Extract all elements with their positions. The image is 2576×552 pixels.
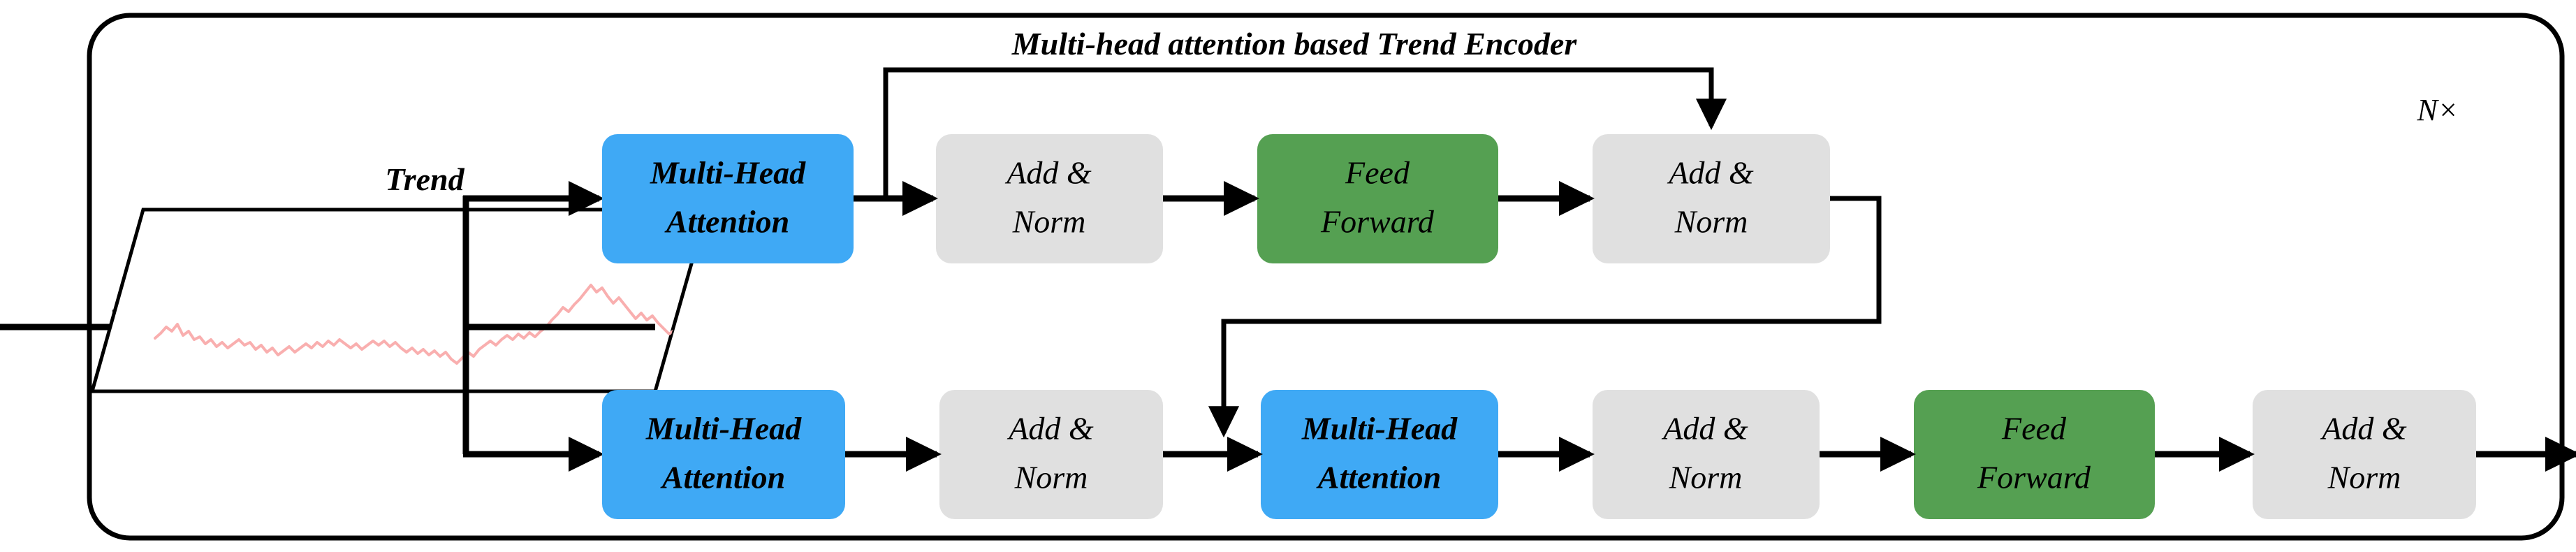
encoder-outer-frame <box>87 13 2565 541</box>
split-junction <box>462 180 655 472</box>
dec-ff[interactable]: Feed Forward <box>1914 390 2155 519</box>
enc-addnorm-1-box <box>936 134 1163 263</box>
enc-mha-box <box>602 134 854 263</box>
dec-addnorm-2[interactable]: Add & Norm <box>1593 390 1820 519</box>
dec-addnorm-1-box <box>939 390 1163 519</box>
dec-mha-cross[interactable]: Multi-Head Attention <box>1261 390 1498 519</box>
enc-ff-label-line2: Forward <box>1320 204 1435 240</box>
dec-addnorm-2-label-line2: Norm <box>1669 460 1743 495</box>
dec-ff-box <box>1914 390 2155 519</box>
dec-addnorm-3-label-line1: Add & <box>2320 411 2407 446</box>
dec-addnorm-3-label-line2: Norm <box>2327 460 2401 495</box>
enc-residual-skip-path <box>883 67 1727 198</box>
dec-mha-self[interactable]: Multi-Head Attention <box>602 390 845 519</box>
trend-label: Trend <box>385 161 464 197</box>
dec-addnorm-1-label-line1: Add & <box>1007 411 1094 446</box>
encoder-title: Multi-head attention based Trend Encoder <box>1011 26 1578 61</box>
dec-mha-cross-label-line1: Multi-Head <box>1301 411 1458 446</box>
dec-mha-cross-box <box>1261 390 1498 519</box>
dec-addnorm-1[interactable]: Add & Norm <box>939 390 1163 519</box>
enc-ff-box <box>1257 134 1498 263</box>
dec-addnorm-2-label-line1: Add & <box>1661 411 1748 446</box>
enc-addnorm-2-label-line2: Norm <box>1674 204 1748 240</box>
enc-mha-label-line1: Multi-Head <box>650 155 806 191</box>
dec-ff-label-line2: Forward <box>1977 460 2091 495</box>
dec-mha-self-box <box>602 390 845 519</box>
trend-series-line <box>154 284 704 365</box>
dec-mha-cross-label-line2: Attention <box>1316 460 1441 495</box>
enc-mha[interactable]: Multi-Head Attention <box>602 134 854 263</box>
enc-ff[interactable]: Feed Forward <box>1257 134 1498 263</box>
dec-addnorm-2-box <box>1593 390 1820 519</box>
enc-addnorm-1-label-line1: Add & <box>1004 155 1092 191</box>
enc-addnorm-1[interactable]: Add & Norm <box>936 134 1163 263</box>
encoder-memory-path <box>1208 196 1882 438</box>
enc-addnorm-2-box <box>1593 134 1830 263</box>
enc-ff-label-line1: Feed <box>1345 155 1410 191</box>
enc-addnorm-1-label-line2: Norm <box>1012 204 1086 240</box>
enc-addnorm-2[interactable]: Add & Norm <box>1593 134 1830 263</box>
enc-addnorm-2-label-line1: Add & <box>1667 155 1754 191</box>
dec-addnorm-1-label-line2: Norm <box>1014 460 1088 495</box>
repeat-count-label: N× <box>2416 93 2458 127</box>
enc-mha-label-line2: Attention <box>664 204 789 240</box>
dec-mha-self-label-line2: Attention <box>660 460 785 495</box>
dec-addnorm-3-box <box>2253 390 2476 519</box>
dec-ff-label-line1: Feed <box>2001 411 2067 446</box>
encoder-row: Multi-Head Attention Add & Norm Feed For… <box>602 67 1882 438</box>
decoder-row: Multi-Head Attention Add & Norm Multi-He… <box>602 390 2476 519</box>
dec-addnorm-3[interactable]: Add & Norm <box>2253 390 2476 519</box>
dec-mha-self-label-line1: Multi-Head <box>645 411 802 446</box>
